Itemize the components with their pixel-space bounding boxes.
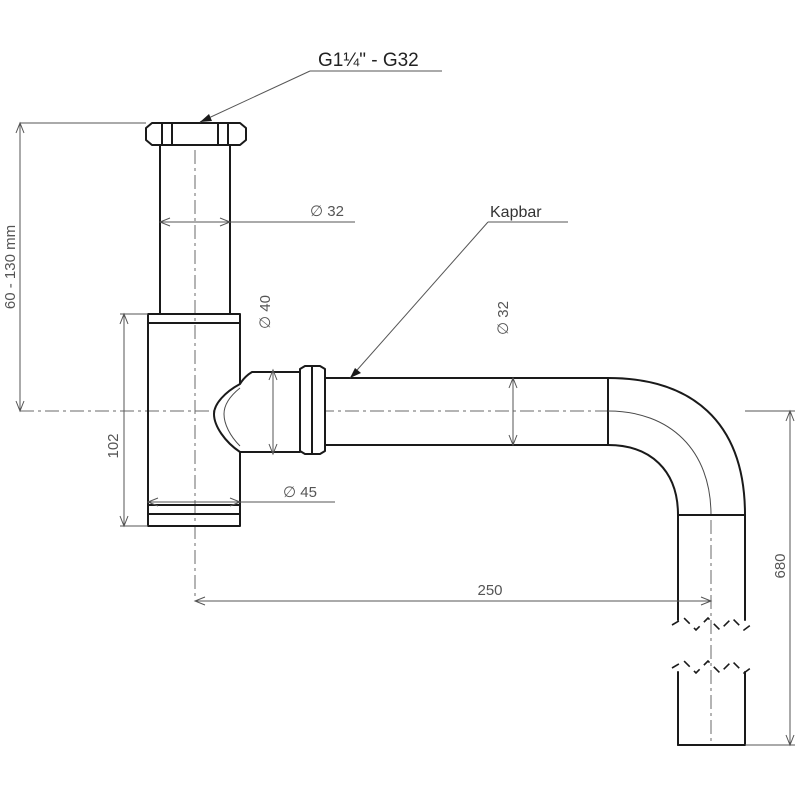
callout-thread: G1¼" - G32	[199, 50, 442, 123]
pipe-bend	[607, 377, 746, 516]
callout-pipe-label: Kapbar	[490, 204, 542, 221]
dim-tube-diameter-label: ∅ 32	[310, 203, 344, 220]
vertical-tube	[159, 144, 231, 315]
dim-body-height: 102	[105, 312, 148, 528]
dim-body-diameter-label: ∅ 40	[257, 295, 274, 329]
dim-vertical-length: 680	[745, 409, 795, 747]
dim-vertical-length-label: 680	[772, 553, 789, 578]
callout-pipe: Kapbar	[349, 204, 568, 379]
side-outlet	[213, 371, 301, 453]
dim-horizontal-length: 250	[193, 582, 713, 606]
dim-tube-diameter: ∅ 32	[158, 203, 355, 227]
dim-pipe-diameter-label: ∅ 32	[495, 301, 512, 335]
top-nut	[145, 122, 247, 146]
dim-height-range-label: 60 - 130 mm	[2, 225, 19, 309]
callout-thread-label: G1¼" - G32	[318, 50, 419, 71]
dim-horizontal-length-label: 250	[477, 582, 502, 599]
dim-height-range: 60 - 130 mm	[2, 121, 146, 413]
dim-pipe-diameter: ∅ 32	[495, 301, 518, 447]
dim-cup-diameter-label: ∅ 45	[283, 484, 317, 501]
dim-body-diameter: ∅ 40	[257, 295, 278, 456]
dim-cup-diameter: ∅ 45	[146, 484, 335, 507]
outlet-nut	[299, 365, 326, 455]
down-pipe	[671, 514, 753, 746]
dim-body-height-label: 102	[105, 433, 122, 458]
